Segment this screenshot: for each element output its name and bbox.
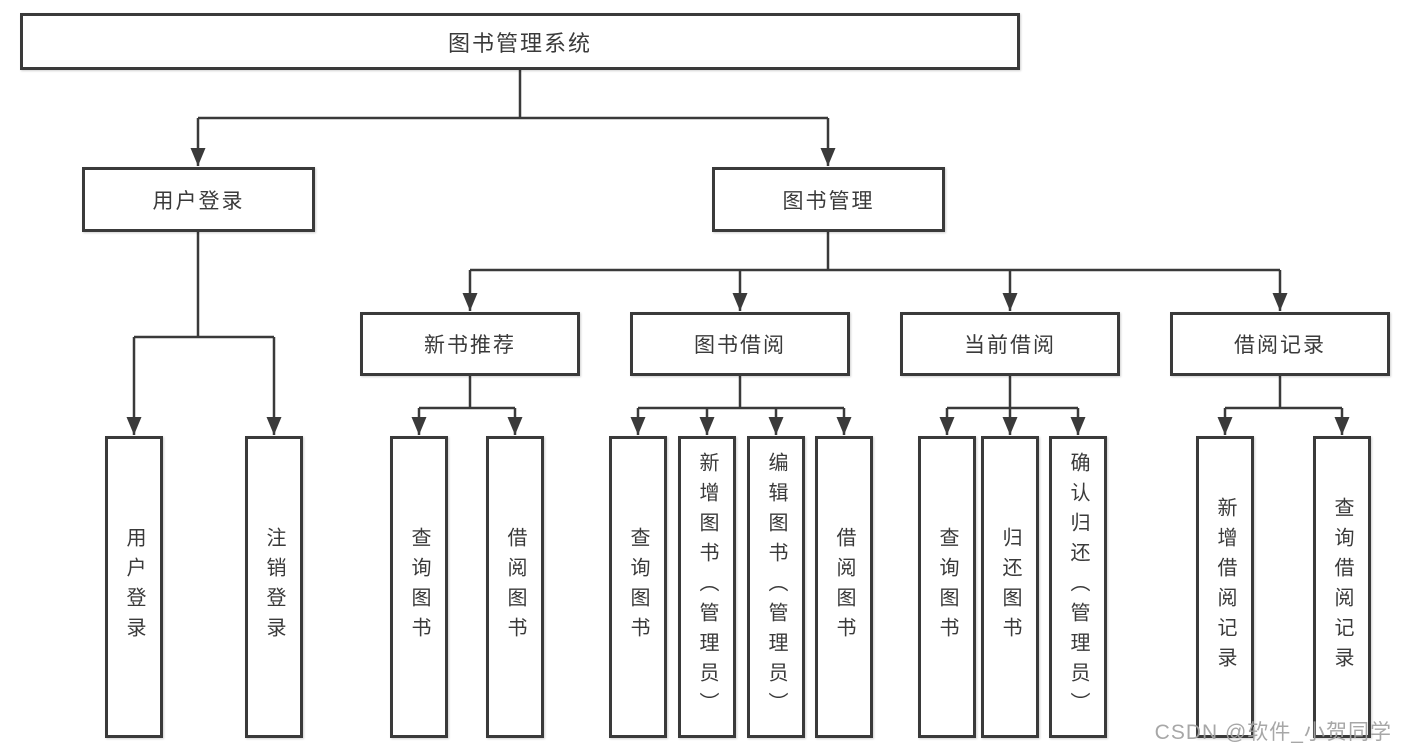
leaf-user-login-label: 用户登录: [123, 527, 145, 647]
edges-borrow-record-to-leaves: [1217, 376, 1350, 435]
leaf-query-books-recommend: 查询图书: [390, 436, 448, 738]
leaf-return-books-label: 归还图书: [999, 527, 1021, 647]
leaf-edit-books-admin-label: 编辑图书（管理员）: [765, 452, 787, 722]
node-borrow-record-label: 借阅记录: [1234, 334, 1326, 357]
node-book-management-branch: 图书管理: [712, 167, 945, 232]
node-current-borrow: 当前借阅: [900, 312, 1120, 376]
node-book-borrow: 图书借阅: [630, 312, 850, 376]
leaf-add-books-admin: 新增图书（管理员）: [678, 436, 736, 738]
leaf-confirm-return-admin-label: 确认归还（管理员）: [1067, 452, 1089, 722]
node-new-book-recommend-label: 新书推荐: [424, 334, 516, 357]
leaf-borrow-books: 借阅图书: [815, 436, 873, 738]
leaf-add-books-admin-label: 新增图书（管理员）: [696, 452, 718, 722]
leaf-query-borrow-record: 查询借阅记录: [1313, 436, 1371, 738]
leaf-query-borrow-record-label: 查询借阅记录: [1331, 497, 1353, 677]
leaf-query-books-current: 查询图书: [918, 436, 976, 738]
node-root-system: 图书管理系统: [20, 13, 1020, 70]
leaf-query-books-borrow: 查询图书: [609, 436, 667, 738]
leaf-add-borrow-record: 新增借阅记录: [1196, 436, 1254, 738]
edges-book-management-to-modules: [462, 232, 1288, 311]
leaf-query-books-recommend-label: 查询图书: [408, 527, 430, 647]
leaf-logout: 注销登录: [245, 436, 303, 738]
leaf-edit-books-admin: 编辑图书（管理员）: [747, 436, 805, 738]
leaf-confirm-return-admin: 确认归还（管理员）: [1049, 436, 1107, 738]
leaf-user-login: 用户登录: [105, 436, 163, 738]
leaf-borrow-books-label: 借阅图书: [833, 527, 855, 647]
edges-root-to-branches: [190, 70, 836, 166]
edges-new-book-recommend-to-leaves: [411, 376, 523, 435]
node-user-login-branch-label: 用户登录: [152, 189, 245, 213]
node-root-label: 图书管理系统: [447, 30, 592, 56]
node-current-borrow-label: 当前借阅: [964, 334, 1056, 357]
csdn-watermark: CSDN @软件_小贺同学: [1154, 721, 1392, 744]
leaf-borrow-books-recommend-label: 借阅图书: [504, 527, 526, 647]
node-book-borrow-label: 图书借阅: [694, 334, 786, 357]
leaf-borrow-books-recommend: 借阅图书: [486, 436, 544, 738]
edges-user-login-to-leaves: [126, 232, 282, 435]
leaf-query-books-borrow-label: 查询图书: [627, 527, 649, 647]
leaf-query-books-current-label: 查询图书: [936, 527, 958, 647]
leaf-add-borrow-record-label: 新增借阅记录: [1214, 497, 1236, 677]
node-user-login-branch: 用户登录: [82, 167, 315, 232]
node-new-book-recommend: 新书推荐: [360, 312, 580, 376]
edges-current-borrow-to-leaves: [939, 376, 1086, 435]
node-borrow-record: 借阅记录: [1170, 312, 1390, 376]
edges-book-borrow-to-leaves: [630, 376, 852, 435]
leaf-return-books: 归还图书: [981, 436, 1039, 738]
node-book-management-branch-label: 图书管理: [782, 189, 875, 213]
leaf-logout-label: 注销登录: [263, 527, 285, 647]
